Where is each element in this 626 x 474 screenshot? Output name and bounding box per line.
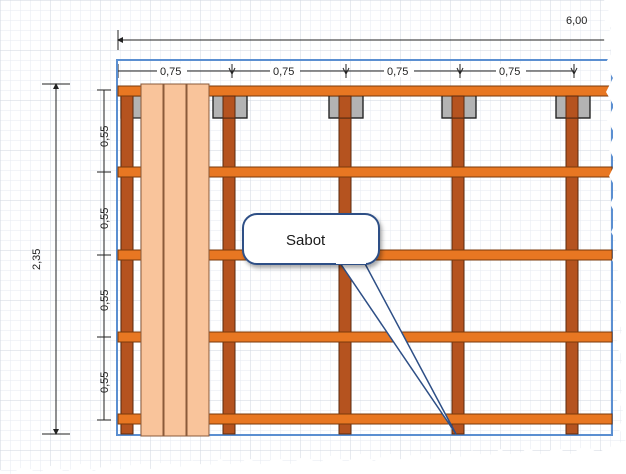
- beam: [117, 413, 613, 425]
- beam: [117, 331, 613, 343]
- joist-spacing-label-3: 0,75: [387, 66, 408, 78]
- row-spacing-label-3: 0,55: [99, 290, 111, 311]
- total-width-label: 6,00: [566, 15, 587, 27]
- joist-spacing-label-1: 0,75: [160, 66, 181, 78]
- joist-spacing-label-4: 0,75: [499, 66, 520, 78]
- callout-label: Sabot: [286, 232, 326, 249]
- joist: [451, 87, 465, 435]
- row-spacing-label-2: 0,55: [99, 208, 111, 229]
- sabot-callout: Sabot: [242, 213, 457, 435]
- total-height-label: 2,35: [31, 249, 43, 270]
- row-spacing-label-4: 0,55: [99, 372, 111, 393]
- plank: [140, 83, 164, 437]
- joist: [565, 87, 579, 435]
- plank: [163, 83, 187, 437]
- decking-planks: [140, 83, 210, 437]
- callout-box: [242, 213, 380, 265]
- joist-spacing-label-2: 0,75: [273, 66, 294, 78]
- joist: [120, 87, 134, 435]
- total-height-dimension: 2,35: [31, 83, 70, 435]
- row-spacing-dimensions: 0,55 0,55 0,55 0,55: [97, 89, 111, 421]
- row-spacing-label-1: 0,55: [99, 126, 111, 147]
- joist: [222, 87, 236, 435]
- joist-shoe-inner: [222, 95, 579, 119]
- plank: [186, 83, 210, 437]
- total-width-dimension: 6,00: [117, 15, 612, 50]
- deck-outline: [116, 59, 613, 436]
